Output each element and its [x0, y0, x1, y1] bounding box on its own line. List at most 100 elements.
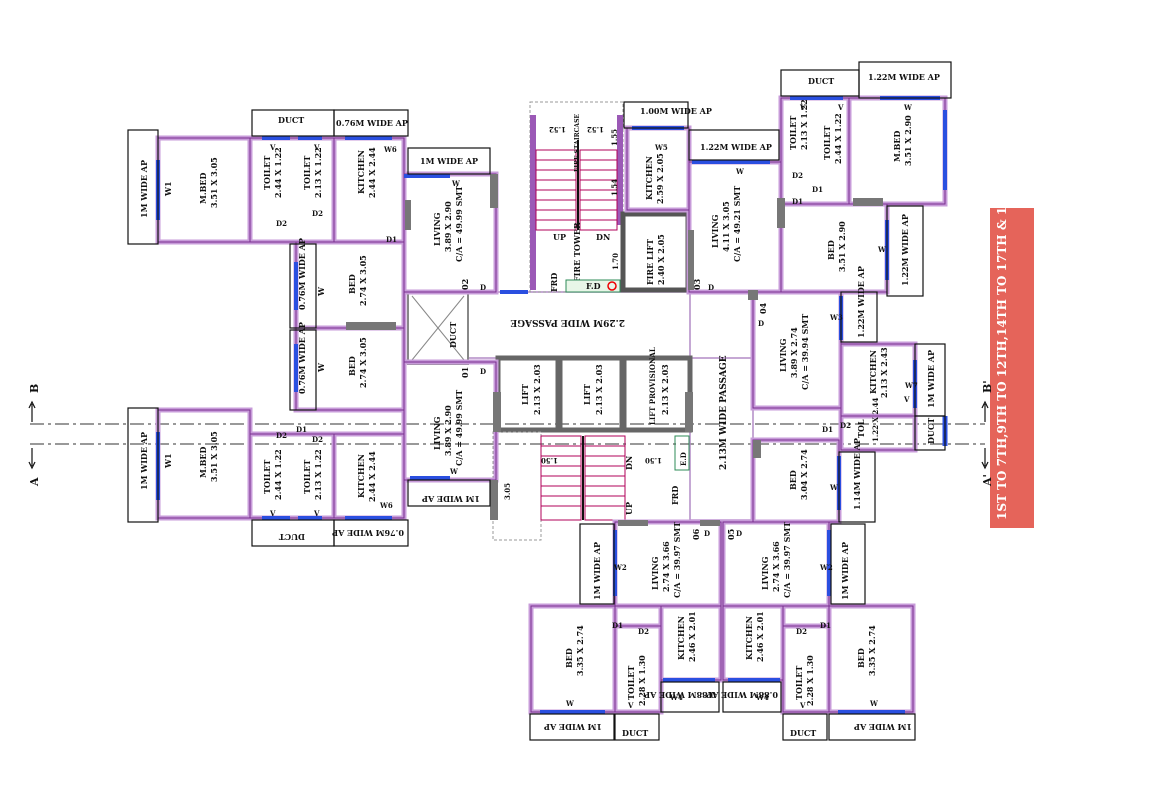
- living-label: LIVING: [650, 556, 660, 590]
- window-mark: W7: [904, 381, 918, 390]
- section-label-a: A: [28, 477, 41, 487]
- columns: [346, 174, 883, 526]
- window-mark: W: [449, 467, 458, 476]
- door-mark: D1: [612, 621, 623, 630]
- window-mark: W3: [829, 313, 843, 322]
- bed-size: 3.51 X 2.90: [837, 221, 847, 272]
- kitchen-label: KITCHEN: [744, 616, 754, 660]
- window-mark: W1: [163, 181, 173, 197]
- stair-up: UP: [624, 502, 634, 515]
- duct-label: DUCT: [278, 115, 304, 125]
- kitchen-label: KITCHEN: [356, 150, 366, 194]
- door-mark: D1: [812, 185, 823, 194]
- door-mark: D: [704, 529, 710, 538]
- ap-label: 0.76M WIDE AP: [332, 528, 404, 538]
- ap-label: 1M WIDE AP: [854, 722, 912, 732]
- toilet-label: TOILET: [794, 666, 804, 700]
- living-label: LIVING: [778, 338, 788, 372]
- window-mark: W1: [163, 453, 173, 469]
- carpet-area: C/A = 39.97 SMT: [672, 522, 682, 598]
- ap-label: 0.76M WIDE AP: [297, 322, 307, 394]
- window-mark: W: [565, 699, 574, 708]
- mbed-size: 3.51 X 2.90: [903, 115, 913, 166]
- ventilator-mark: V: [799, 103, 806, 112]
- electric-duct: [674, 435, 690, 471]
- dim-305: 3.05: [503, 483, 512, 500]
- fire-staircase: [535, 140, 618, 231]
- fire-stair-up: UP: [553, 232, 566, 242]
- toilet-size: 2.28 X 1.30: [637, 655, 647, 706]
- ap-label: 1.22M WIDE AP: [900, 214, 910, 286]
- carpet-area: C/A = 49.99 SMT: [454, 186, 464, 262]
- door-mark: D: [758, 319, 764, 328]
- lift-1-size: 2.13 X 2.03: [532, 364, 542, 415]
- door-mark: D: [708, 283, 714, 292]
- stair-down: DN: [624, 456, 634, 470]
- section-label-b: B: [28, 384, 41, 393]
- bed-size: 2.74 X 3.05: [358, 337, 368, 388]
- ap-label: 0.76M WIDE AP: [297, 238, 307, 310]
- toilet-size: 2.44 X 1.22: [273, 449, 283, 500]
- ap-label: 0.76M WIDE AP: [336, 118, 408, 128]
- fire-tower-label: FIRE TOWER: [572, 222, 582, 282]
- window-mark: W6: [383, 145, 397, 154]
- main-staircase: [540, 435, 626, 521]
- lift-2-label: LIFT: [582, 384, 592, 405]
- dim-150-b: 1.50: [645, 456, 662, 465]
- window-mark: W: [735, 167, 744, 176]
- ap-label: 0.88M WIDE AP: [706, 690, 778, 700]
- toilet-size: 1.22 X 2.44: [871, 397, 880, 442]
- electric-duct-label: E.D: [679, 452, 688, 466]
- dim-155: 1.55: [610, 129, 619, 146]
- fire-stair-down: DN: [596, 232, 610, 242]
- ap-label: 1.22M WIDE AP: [700, 142, 772, 152]
- dim-154: 1.54: [610, 179, 619, 196]
- living-size: 2.74 X 3.66: [661, 541, 671, 592]
- dim-150-a: 1.50: [541, 456, 558, 465]
- bed-label: BED: [564, 648, 574, 668]
- living-size: 3.89 X 2.74: [789, 327, 799, 378]
- carpet-area: C/A = 49.21 SMT: [732, 186, 742, 262]
- title-background: [990, 208, 1034, 528]
- fire-staircase-label: FIRE STAIRCASE: [574, 114, 581, 172]
- living-label: LIVING: [710, 214, 720, 248]
- toilet-label: TOILET: [788, 116, 798, 150]
- central-duct-label: DUCT: [448, 322, 458, 348]
- kitchen-label: KITCHEN: [644, 156, 654, 200]
- ventilator-mark: V: [627, 701, 634, 710]
- toilet-label: TOILET: [302, 460, 312, 494]
- main-stair-outline: [492, 431, 542, 541]
- vertical-passage-label: 2.13M WIDE PASSAGE: [719, 355, 729, 470]
- flat-number: 01: [460, 367, 470, 378]
- ap-label: 1M WIDE AP: [840, 542, 850, 600]
- door-mark: D: [736, 529, 742, 538]
- door-mark: D2: [796, 627, 807, 636]
- fire-door: [565, 279, 621, 293]
- section-markers: [28, 400, 989, 470]
- living-size: 4.11 X 3.05: [721, 201, 731, 252]
- carpet-area: C/A = 39.94 SMT: [800, 314, 810, 390]
- fire-lift-label: FIRE LIFT: [645, 239, 655, 285]
- bed-size: 3.04 X 2.74: [799, 449, 809, 500]
- toilet-size: 2.44 X 1.22: [833, 113, 843, 164]
- ap-label: 0.88M WIDE AP: [644, 690, 716, 700]
- ventilator-mark: V: [269, 509, 276, 518]
- kitchen-size: 2.44 X 2.44: [367, 147, 377, 198]
- ap-label: 1M WIDE AP: [422, 494, 480, 504]
- toilet-label: TOILET: [302, 156, 312, 190]
- bed-label: BED: [856, 648, 866, 668]
- door-mark: D1: [792, 197, 803, 206]
- fire-lift-size: 2.40 X 2.05: [656, 234, 666, 285]
- ap-label: 1M WIDE AP: [544, 722, 602, 732]
- window-mark: W: [869, 699, 878, 708]
- ap-and-duct-boxes: [127, 61, 952, 741]
- window-mark: W4: [669, 693, 683, 702]
- flat-number: 04: [758, 302, 768, 314]
- bed-size: 2.74 X 3.05: [358, 255, 368, 306]
- window-mark: W: [316, 286, 326, 297]
- mbed-label: M.BED: [198, 173, 208, 205]
- toilet-label: TOILET: [626, 666, 636, 700]
- mbed-size: 3.51 X 3.05: [209, 431, 219, 482]
- window-mark: W2: [613, 563, 627, 572]
